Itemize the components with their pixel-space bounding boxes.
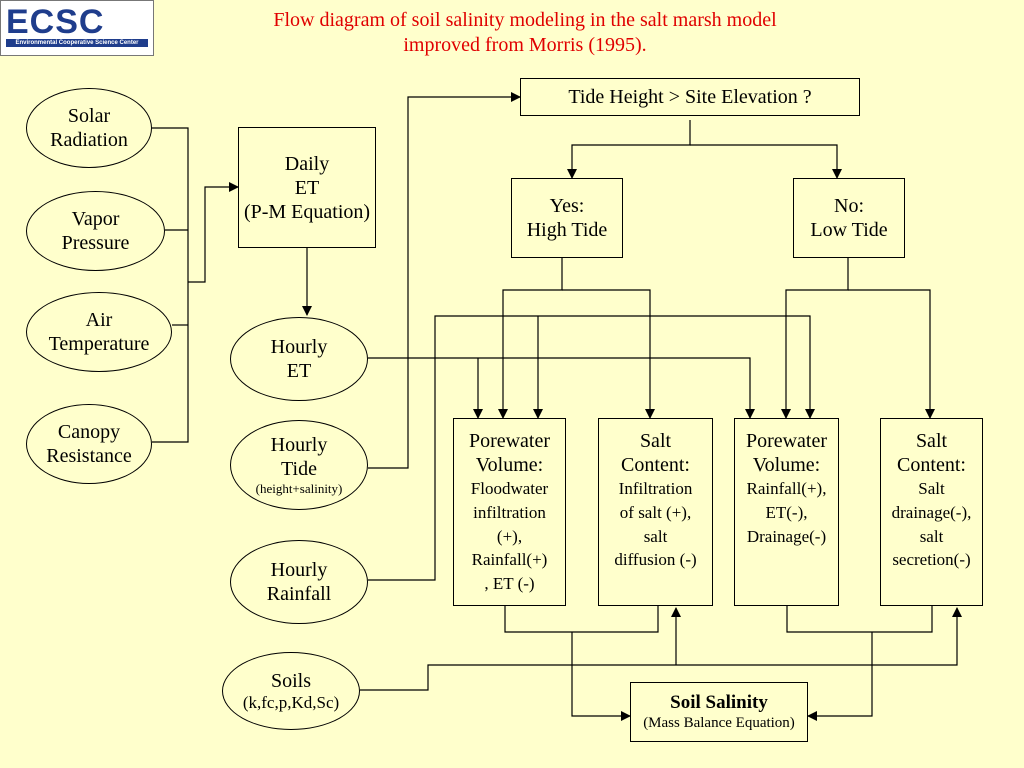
- salt-low-head-2: Content:: [897, 454, 966, 476]
- salt-high-body-line: of salt (+),: [619, 502, 692, 522]
- pw-low-body: Rainfall(+), ET(-), Drainage(-): [747, 477, 827, 548]
- hourly-et-node: Hourly ET: [230, 317, 368, 401]
- diagram-title: Flow diagram of soil salinity modeling i…: [200, 8, 850, 58]
- soil-salinity-title: Soil Salinity: [670, 691, 768, 713]
- pw-high-body-line: (+),: [496, 526, 523, 546]
- canopy-resistance-node: Canopy Resistance: [26, 404, 152, 484]
- salt-low-body-line: drainage(-),: [891, 502, 972, 522]
- hourly-et-line-1: Hourly: [270, 336, 328, 358]
- hourly-tide-node: Hourly Tide (height+salinity): [230, 420, 368, 510]
- daily-et-line-3: (P-M Equation): [243, 200, 371, 223]
- pw-high-body-line: Floodwater: [470, 479, 549, 498]
- soils-connector: [360, 607, 962, 691]
- yes-line-1: Yes:: [549, 195, 585, 217]
- salt-high-body: Infiltration of salt (+), salt diffusion…: [614, 477, 696, 572]
- pw-high-head-1: Porewater: [468, 430, 551, 452]
- title-line-2: improved from Morris (1995).: [403, 34, 647, 56]
- solar-connector: [152, 127, 189, 443]
- high-tide-box: Yes: High Tide: [511, 178, 623, 258]
- salt-high-head-1: Salt: [639, 430, 672, 452]
- salt-low-body-line: salt: [919, 526, 944, 546]
- pw-high-body: Floodwater infiltration (+), Rainfall(+)…: [471, 477, 548, 596]
- salt-high-body-line: Infiltration: [618, 479, 693, 498]
- low-salinity-link: [807, 632, 873, 721]
- pw-high-head-2: Volume:: [475, 454, 544, 476]
- pw-low-body-line: ET(-),: [765, 502, 808, 522]
- air-temperature-node: Air Temperature: [26, 292, 172, 372]
- rainfall-connector: [368, 315, 815, 581]
- vapor-line-2: Pressure: [61, 232, 130, 254]
- salt-high-body-line: salt: [643, 526, 668, 546]
- ecsc-logo: ECSC Environmental Cooperative Science C…: [0, 0, 154, 56]
- salt-low-body: Salt drainage(-), salt secretion(-): [892, 477, 972, 572]
- hourly-et-line-2: ET: [286, 360, 312, 382]
- salt-high-head-2: Content:: [621, 454, 690, 476]
- decision-split: [567, 120, 691, 179]
- canopy-line-2: Resistance: [46, 445, 132, 467]
- hourly-rainfall-node: Hourly Rainfall: [230, 540, 368, 624]
- solar-radiation-node: Solar Radiation: [26, 88, 152, 168]
- no-line-2: Low Tide: [810, 219, 888, 241]
- daily-et-box: Daily ET (P-M Equation): [238, 127, 376, 248]
- pw-low-head-1: Porewater: [745, 430, 828, 452]
- yes-line-2: High Tide: [526, 219, 608, 241]
- soil-salinity-subtitle: (Mass Balance Equation): [643, 715, 795, 732]
- pw-high-body-line: , ET (-): [484, 574, 535, 594]
- daily-et-line-2: ET: [294, 176, 320, 199]
- tide-decision-box: Tide Height > Site Elevation ?: [520, 78, 860, 116]
- salt-low-head-1: Salt: [915, 430, 948, 452]
- solar-line-1: Solar: [67, 105, 111, 127]
- high-salinity-link: [571, 632, 631, 721]
- tide-to-decision: [368, 92, 521, 469]
- soils-line-1: Soils: [270, 669, 312, 692]
- et-connector: [368, 357, 755, 419]
- yes-to-salt: [562, 289, 655, 419]
- salt-low-body-line: secretion(-): [892, 550, 971, 570]
- bracket-to-daily-et: [188, 182, 239, 283]
- title-line-1: Flow diagram of soil salinity modeling i…: [273, 9, 777, 31]
- pw-high-body-line: Rainfall(+): [471, 550, 548, 570]
- salt-high-body-line: diffusion (-): [614, 550, 697, 570]
- hourly-tide-line-1: Hourly: [270, 434, 328, 457]
- vapor-line-1: Vapor: [71, 208, 120, 230]
- hourly-rainfall-line-2: Rainfall: [266, 583, 332, 605]
- air-line-1: Air: [85, 309, 113, 331]
- yes-down: [498, 258, 563, 419]
- decision-to-no: [690, 144, 842, 179]
- logo-text: ECSC: [6, 3, 105, 41]
- no-down: [781, 258, 849, 419]
- logo-subtitle: Environmental Cooperative Science Center: [6, 39, 148, 47]
- porewater-low-box: Porewater Volume: Rainfall(+), ET(-), Dr…: [734, 418, 839, 606]
- low-to-salinity: [786, 606, 933, 633]
- low-tide-box: No: Low Tide: [793, 178, 905, 258]
- soils-line-2: (k,fc,p,Kd,Sc): [242, 692, 340, 712]
- salt-low-body-line: Salt: [918, 479, 945, 498]
- soil-salinity-box: Soil Salinity (Mass Balance Equation): [630, 682, 808, 742]
- soils-node: Soils (k,fc,p,Kd,Sc): [222, 652, 360, 730]
- pw-low-body-line: Drainage(-): [746, 526, 827, 546]
- pw-low-body-line: Rainfall(+),: [746, 479, 827, 498]
- daily-et-line-1: Daily: [284, 152, 330, 175]
- pw-high-body-line: infiltration: [473, 502, 546, 522]
- no-line-1: No:: [834, 195, 864, 217]
- decision-text: Tide Height > Site Elevation ?: [568, 86, 812, 108]
- hourly-tide-note: (height+salinity): [255, 481, 343, 497]
- pw-low-head-2: Volume:: [752, 454, 821, 476]
- vapor-pressure-node: Vapor Pressure: [26, 191, 165, 271]
- hourly-tide-line-2: Tide: [281, 458, 317, 481]
- high-to-salinity: [504, 606, 659, 633]
- canopy-line-1: Canopy: [57, 421, 121, 443]
- salt-high-box: Salt Content: Infiltration of salt (+), …: [598, 418, 713, 606]
- air-line-2: Temperature: [48, 333, 150, 355]
- solar-line-2: Radiation: [50, 129, 128, 151]
- hourly-rainfall-line-1: Hourly: [270, 559, 328, 581]
- no-to-salt: [848, 289, 935, 419]
- porewater-high-box: Porewater Volume: Floodwater infiltratio…: [453, 418, 566, 606]
- salt-low-box: Salt Content: Salt drainage(-), salt sec…: [880, 418, 983, 606]
